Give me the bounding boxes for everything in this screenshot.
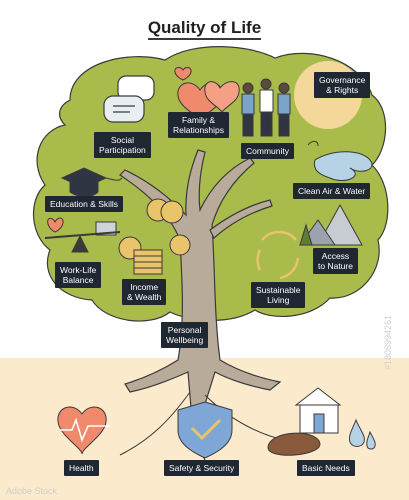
balance-scale-icon [44,217,121,253]
label-family-relationships: Family & Relationships [168,112,230,138]
page-title: Quality of Life [0,18,409,40]
label-governance-rights: Governance & Rights [314,72,371,98]
speech-bubbles-icon [103,75,155,123]
label-work-life-balance: Work-Life Balance [55,262,102,288]
water-drops-icon [349,418,376,450]
coins-icon [118,198,191,275]
shield-check-icon [177,401,233,459]
people-icon [241,78,291,137]
wind-icon [307,140,373,182]
label-health: Health [64,460,99,476]
label-sustainable-living: Sustainable Living [251,282,306,308]
label-access-to-nature: Access to Nature [313,248,358,274]
graduation-cap-icon [60,167,123,197]
bread-icon [267,432,321,456]
label-clean-air-water: Clean Air & Water [293,183,371,199]
house-icon [294,387,342,434]
label-income-wealth: Income & Wealth [122,279,167,305]
label-community: Community [241,143,294,159]
label-safety-security: Safety & Security [164,460,240,476]
label-basic-needs: Basic Needs [297,460,355,476]
watermark-id: #1808994261 [383,314,393,370]
heart-pulse-icon [57,406,110,455]
page-title-text: Quality of Life [147,18,262,40]
label-social-participation: Social Participation [94,132,151,158]
label-personal-wellbeing: Personal Wellbeing [161,322,209,348]
tree-trunk [119,149,282,421]
watermark-brand: Adobe Stock [6,486,58,496]
label-education-skills: Education & Skills [45,196,124,212]
recycle-arrows-icon [256,230,300,280]
mountains-icon [299,203,363,246]
hearts-icon [174,67,240,121]
